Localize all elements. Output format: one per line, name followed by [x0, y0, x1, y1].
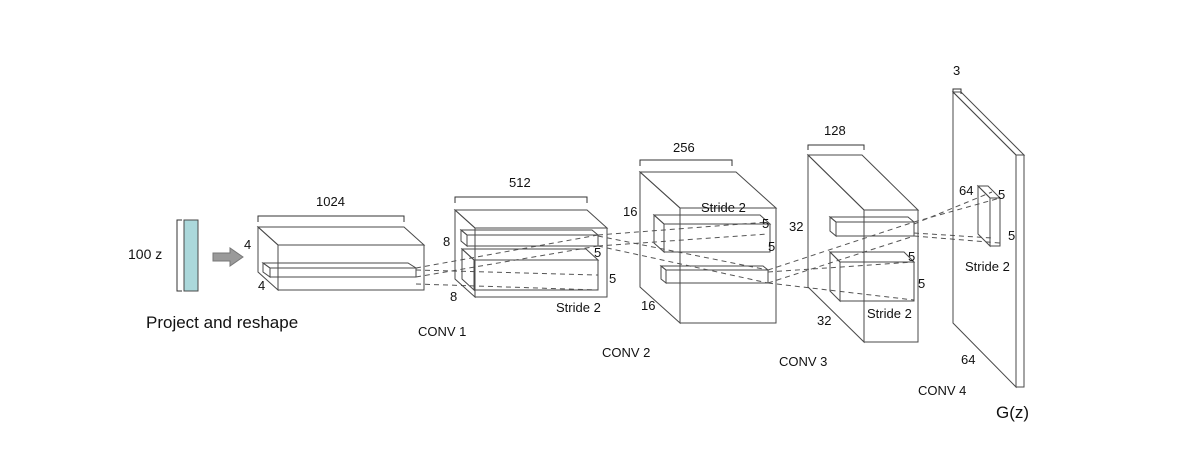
output-label: G(z) [996, 403, 1029, 422]
conv1-brace [454, 196, 588, 203]
projection-lines-3 [767, 221, 915, 301]
stage0-kernel-side [262, 262, 271, 278]
conv4-stride-label: Stride 2 [965, 259, 1010, 274]
conv3-kernel-label-2: 5 [918, 276, 925, 291]
conv4-top [951, 91, 1026, 156]
conv3-width-label: 32 [817, 313, 831, 328]
input-brace [176, 219, 182, 292]
stage0-block: 1024 4 4 [244, 194, 426, 293]
conv4-kernel-front [989, 197, 1001, 247]
conv4-height-label: 64 [959, 183, 973, 198]
conv2-width-label: 16 [641, 298, 655, 313]
conv2-brace [639, 159, 733, 166]
conv4-brace [952, 88, 962, 94]
conv3-front [863, 209, 919, 343]
stage0-kernel-front [269, 267, 417, 278]
conv1-front [474, 227, 608, 298]
input-vector: 100 z Project and reshape [128, 219, 298, 332]
input-vector-bar [183, 219, 199, 292]
conv1-kernel-label-1: 5 [594, 245, 601, 260]
conv1-thin-kernel-front [466, 234, 599, 247]
stage0-brace [257, 215, 405, 222]
conv3-stride-label: Stride 2 [867, 306, 912, 321]
conv2-kernel-side [653, 213, 665, 254]
conv2-kernel-label-1: 5 [762, 216, 769, 231]
conv1-depth-label: 512 [509, 175, 531, 190]
conv3-brace [807, 144, 865, 150]
conv2-block: 256 16 16 5 5 Stride 2 CONV 2 [602, 140, 778, 360]
stage0-height-label: 4 [244, 237, 251, 252]
conv4-block: 3 64 64 5 5 Stride 2 CONV 4 [918, 63, 1026, 398]
projection-lines-2 [597, 221, 769, 284]
projection-lines-4 [913, 191, 1001, 244]
conv2-title: CONV 2 [602, 345, 650, 360]
conv1-width-label: 8 [450, 289, 457, 304]
conv3-kernel-side [829, 250, 841, 303]
conv1-kernel-front [473, 259, 599, 291]
conv1-top [453, 209, 609, 229]
stage0-kernel-top [261, 262, 418, 269]
project-reshape-caption: Project and reshape [146, 313, 298, 332]
conv4-width-label: 64 [961, 352, 975, 367]
conv4-kernel-label-2: 5 [1008, 228, 1015, 243]
stage0-depth-label: 1024 [316, 194, 345, 209]
conv1-block: 512 8 8 5 5 Stride 2 CONV 1 [418, 175, 616, 339]
conv1-kernel-label-2: 5 [609, 271, 616, 286]
conv3-thin-kernel-top [828, 216, 916, 223]
projection-lines-1 [415, 234, 599, 291]
conv1-side [454, 208, 476, 299]
conv3-depth-label: 128 [824, 123, 846, 138]
conv2-height-label: 16 [623, 204, 637, 219]
conv3-thin-kernel-side [829, 215, 837, 238]
stage0-width-label: 4 [258, 278, 265, 293]
conv3-kernel-front [839, 261, 915, 302]
conv1-kernel-top [460, 248, 600, 261]
conv3-kernel-label-1: 5 [908, 249, 915, 264]
conv2-depth-label: 256 [673, 140, 695, 155]
conv3-title: CONV 3 [779, 354, 827, 369]
input-label: 100 z [128, 246, 162, 262]
conv2-thin-kernel-side [660, 264, 667, 285]
conv3-kernel-top [828, 251, 916, 263]
conv1-title: CONV 1 [418, 324, 466, 339]
conv4-depth-label: 3 [953, 63, 960, 78]
conv4-kernel-label-1: 5 [998, 187, 1005, 202]
conv4-title: CONV 4 [918, 383, 966, 398]
conv1-stride-label: Stride 2 [556, 300, 601, 315]
conv2-stride-label: Stride 2 [701, 200, 746, 215]
conv3-top [806, 154, 920, 211]
conv3-thin-kernel-front [835, 221, 915, 237]
conv3-block: 128 32 32 5 5 Stride 2 CONV 3 [779, 123, 925, 369]
conv1-height-label: 8 [443, 234, 450, 249]
conv4-front [1015, 154, 1025, 388]
conv2-kernel-front [663, 223, 771, 253]
conv3-height-label: 32 [789, 219, 803, 234]
stage0-top [256, 226, 426, 246]
conv1-kernel-side [461, 247, 475, 292]
conv2-kernel-top [652, 214, 772, 225]
conv1-thin-kernel-top [459, 229, 600, 236]
conv2-kernel-label-2: 5 [768, 239, 775, 254]
arrow-icon [212, 247, 244, 267]
conv1-thin-kernel-side [460, 228, 468, 248]
